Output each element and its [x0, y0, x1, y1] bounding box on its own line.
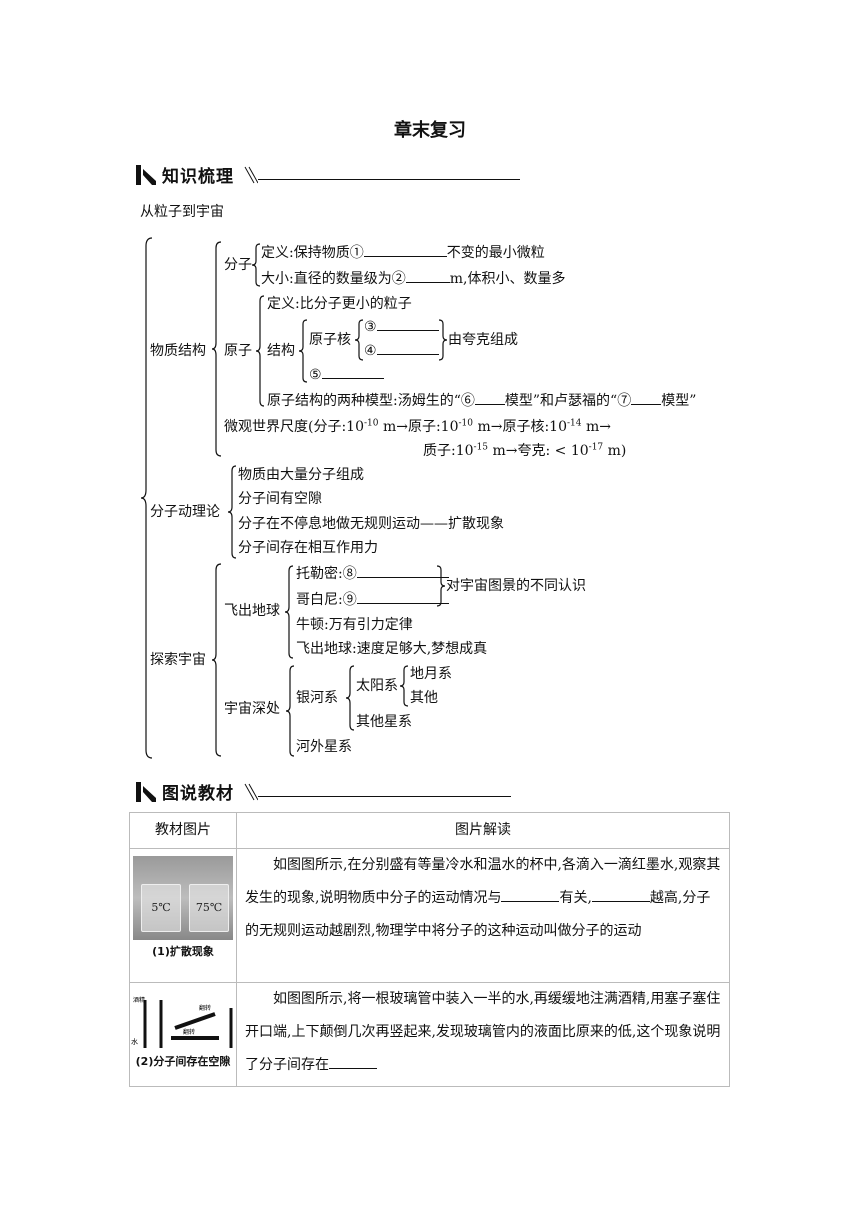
section-header-1: 知识梳理 — [136, 162, 520, 187]
glass-tube-diagram: 酒精 翻转 翻转 水 — [131, 994, 235, 1052]
blank-5 — [322, 364, 384, 379]
section-marker-icon — [136, 782, 158, 802]
page-title: 章末复习 — [0, 116, 860, 142]
node-taiyang: 太阳系 — [356, 676, 398, 696]
blank-r1-1 — [501, 887, 559, 902]
diffusion-photo: 5℃ 75℃ — [133, 856, 233, 940]
node-fenzi: 分子 — [224, 255, 252, 275]
slash-decoration-icon — [244, 783, 258, 801]
blank-r1-2 — [592, 887, 650, 902]
node-yuanzi: 原子 — [224, 341, 252, 361]
section-marker-icon — [136, 165, 158, 185]
label-flip-2: 翻转 — [183, 1028, 195, 1036]
table-header-image: 教材图片 — [130, 813, 237, 849]
node-jiegou: 结构 — [267, 341, 295, 361]
brace-kuake — [438, 318, 448, 362]
node-yinhe: 银河系 — [296, 688, 338, 708]
figure-gap-cell: 酒精 翻转 翻转 水 (2)分子间存在空隙 — [130, 983, 237, 1087]
dongli-4: 分子间存在相互作用力 — [238, 538, 378, 558]
blank-2 — [406, 268, 450, 283]
label-alcohol: 酒精 — [133, 996, 145, 1004]
item-qitaxing: 其他星系 — [356, 712, 412, 732]
blank-3 — [377, 316, 439, 331]
micro-scale-line2: 质子:10-15 m→夸克: < 10-17 m) — [423, 441, 626, 461]
brace-wuzhi — [211, 240, 223, 458]
section-title-2: 图说教材 — [162, 779, 234, 804]
blank-1 — [364, 242, 447, 257]
node-shenchu: 宇宙深处 — [224, 699, 280, 719]
item-niudun: 牛顿:万有引力定律 — [296, 615, 413, 635]
item-qita: 其他 — [410, 688, 438, 708]
brace-dongli — [227, 464, 237, 560]
blank-4 — [377, 340, 439, 355]
dongli-3: 分子在不停息地做无规则运动——扩散现象 — [238, 514, 504, 534]
item-5: ⑤ — [309, 364, 384, 385]
brace-yinhe — [345, 664, 355, 732]
brace-tansuo — [211, 562, 223, 758]
brace-yzh — [354, 318, 364, 362]
table-header-reading: 图片解读 — [237, 813, 730, 849]
item-hewai: 河外星系 — [296, 737, 352, 757]
node-renshi: 对宇宙图景的不同认识 — [446, 576, 586, 596]
brace-jiegou — [298, 318, 308, 384]
item-feichu: 飞出地球:速度足够大,梦想成真 — [296, 639, 487, 659]
label-flip-1: 翻转 — [199, 1004, 211, 1012]
label-water: 水 — [131, 1037, 138, 1046]
slash-decoration-icon — [244, 166, 258, 184]
node-yuanzihe: 原子核 — [309, 330, 351, 350]
reading-2: 如图图所示,将一根玻璃管中装入一半的水,再缓缓地注满酒精,用塞子塞住开口端,上下… — [237, 983, 730, 1087]
blank-9 — [357, 589, 449, 604]
figure-caption-1: (1)扩散现象 — [131, 944, 235, 960]
reading-1: 如图图所示,在分别盛有等量冷水和温水的杯中,各滴入一滴红墨水,观察其发生的现象,… — [237, 849, 730, 983]
dongli-2: 分子间有空隙 — [238, 489, 322, 509]
section-rule — [258, 796, 511, 797]
node-dongli: 分子动理论 — [150, 502, 220, 522]
item-diyue: 地月系 — [410, 664, 452, 684]
section-title-1: 知识梳理 — [162, 162, 234, 187]
brace-yuanzi — [255, 294, 265, 408]
blank-r2-1 — [329, 1054, 377, 1069]
node-tansuo: 探索宇宙 — [150, 650, 206, 670]
brace-shenchu — [285, 664, 295, 758]
brace-fenzi — [251, 242, 261, 288]
blank-8 — [357, 563, 449, 578]
blank-6 — [475, 390, 505, 405]
cold-cup: 5℃ — [141, 884, 181, 932]
warm-cup: 75℃ — [189, 884, 229, 932]
textbook-figure-table: 教材图片 图片解读 5℃ 75℃ (1)扩散现象 如图图所示,在分别盛有等量冷水… — [129, 812, 730, 1087]
node-feichu: 飞出地球 — [224, 601, 280, 621]
figure-diffusion-cell: 5℃ 75℃ (1)扩散现象 — [130, 849, 237, 983]
dongli-1: 物质由大量分子组成 — [238, 465, 364, 485]
brace-taiyang — [399, 664, 409, 708]
brace-main — [140, 236, 154, 760]
micro-scale-line1: 微观世界尺度(分子:10-10 m→原子:10-10 m→原子核:10-14 m… — [224, 417, 611, 437]
item-4: ④ — [364, 340, 439, 361]
topic-label: 从粒子到宇宙 — [140, 202, 224, 222]
node-wuzhi: 物质结构 — [150, 341, 206, 361]
brace-feichu — [284, 564, 294, 660]
item-3: ③ — [364, 316, 439, 337]
figure-caption-2: (2)分子间存在空隙 — [131, 1054, 235, 1070]
section-header-2: 图说教材 — [136, 779, 511, 804]
blank-7 — [631, 390, 661, 405]
item-9: 哥白尼:⑨ — [296, 589, 449, 610]
section-rule — [258, 179, 520, 180]
item-8: 托勒密:⑧ — [296, 563, 449, 584]
yuanzi-definition: 定义:比分子更小的粒子 — [267, 294, 412, 314]
node-kuake: 由夸克组成 — [448, 330, 518, 350]
